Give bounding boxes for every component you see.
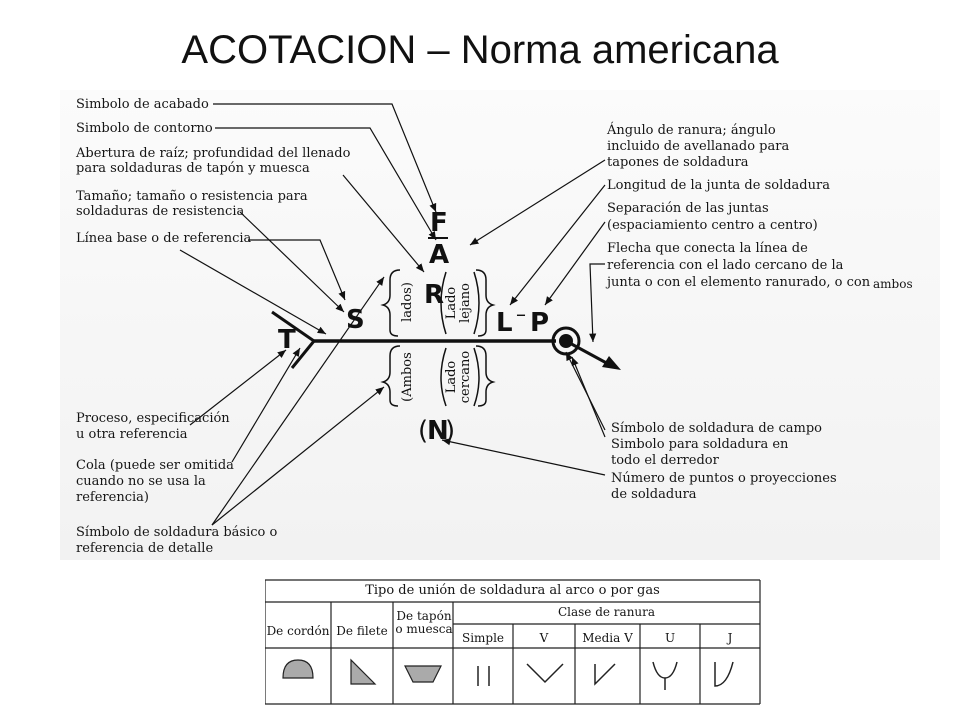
- symbol-l: L: [496, 308, 513, 338]
- label-flecha-ambos: ambos: [873, 277, 913, 291]
- all-around-circle: [551, 326, 581, 356]
- weld-arrow: [565, 339, 613, 368]
- label-simbolo-contorno: Simbolo de contorno: [76, 121, 213, 136]
- col-v: V: [539, 631, 549, 645]
- label-soldadura-derredor: Simbolo para soldadura en: [611, 437, 789, 452]
- leader-raiz: [342, 174, 425, 273]
- weld-type-table: [265, 579, 761, 705]
- v-groove-icon: [526, 663, 564, 684]
- label-tamano: Tamaño; tamaño o resistencia para: [76, 189, 308, 204]
- brace-upper-left: [380, 269, 401, 337]
- label-flecha: Flecha que conecta la línea de: [607, 241, 808, 256]
- label-cola-3: referencia): [76, 490, 149, 505]
- symbol-r: R: [424, 280, 445, 310]
- brace-lower-left: [380, 345, 401, 407]
- label-angulo-ranura-3: tapones de soldadura: [607, 155, 749, 170]
- leader-flecha: [589, 263, 605, 343]
- label-tamano-2: soldaduras de resistencia: [76, 204, 245, 219]
- label-simbolo-basico: Símbolo de soldadura básico o: [76, 525, 278, 540]
- symbol-f: F: [430, 208, 448, 238]
- leader-cola: [231, 347, 301, 463]
- label-separacion: Separación de las juntas: [607, 201, 769, 216]
- label-flecha-2: referencia con el lado cercano de la: [607, 258, 844, 273]
- label-numero-puntos-2: de soldadura: [611, 487, 697, 502]
- table-header: Tipo de unión de soldadura al arco o por…: [365, 583, 660, 598]
- bead-weld-icon: [282, 659, 314, 679]
- label-abertura-raiz-2: para soldaduras de tapón y muesca: [76, 161, 310, 176]
- symbol-a: A: [429, 240, 450, 270]
- scanned-figure-background: [60, 90, 940, 560]
- tail-lower: [290, 340, 316, 369]
- label-separacion-2: (espaciamiento centro a centro): [607, 218, 818, 233]
- label-longitud-junta: Longitud de la junta de soldadura: [607, 178, 830, 193]
- leader-derredor: [571, 356, 606, 438]
- col-de-cordon: De cordón: [266, 624, 330, 638]
- table-clase-ranura: Clase de ranura: [557, 605, 656, 619]
- text-lado-lejano: Lado lejano: [444, 283, 473, 323]
- label-simbolo-acabado: Simbolo de acabado: [76, 97, 209, 112]
- text-lados: lados): [400, 282, 415, 322]
- symbol-n-paren-right: ): [445, 416, 456, 446]
- fillet-weld-icon: [350, 658, 377, 685]
- label-abertura-raiz: Abertura de raíz; profundidad del llenad…: [76, 146, 351, 161]
- leader-base-2: [179, 249, 327, 335]
- text-lado-cercano: Lado cercano: [444, 350, 473, 404]
- label-cola: Cola (puede ser omitida: [76, 458, 234, 473]
- leader-separacion: [544, 221, 606, 306]
- symbol-t: T: [278, 325, 296, 355]
- brace-upper-right: [475, 269, 496, 337]
- symbol-s: S: [346, 305, 365, 335]
- text-ambos: (Ambos: [400, 352, 415, 402]
- symbol-p: P: [530, 308, 550, 338]
- symbol-dash: –: [516, 302, 526, 326]
- leader-longitud: [509, 184, 606, 306]
- label-numero-puntos: Número de puntos o proyecciones: [611, 471, 837, 486]
- label-simbolo-basico-2: referencia de detalle: [76, 541, 214, 556]
- bevel-groove-icon: [594, 663, 616, 686]
- paren-upper: [440, 271, 480, 335]
- label-proceso: Proceso, especificación: [76, 411, 230, 426]
- col-j: J: [727, 631, 733, 645]
- label-flecha-3: junta o con el elemento ranurado, o con: [607, 275, 871, 290]
- label-cola-2: cuando no se usa la: [76, 474, 206, 489]
- symbol-n-paren-left: (: [418, 416, 429, 446]
- col-u: U: [664, 631, 676, 645]
- plug-weld-icon: [404, 665, 442, 683]
- u-groove-icon: [652, 661, 678, 690]
- symbol-n: N: [427, 416, 449, 446]
- label-linea-base: Línea base o de referencia: [76, 231, 252, 246]
- leader-acabado: [213, 103, 437, 213]
- col-simple: Simple: [461, 631, 505, 645]
- brace-lower-right: [475, 345, 496, 407]
- j-groove-icon: [714, 661, 734, 687]
- leader-puntos: [441, 438, 606, 476]
- leader-tamano: [239, 211, 345, 313]
- leader-basico-2: [211, 386, 385, 526]
- col-de-tapon: De tapón o muesca: [395, 609, 453, 636]
- leader-base: [248, 239, 346, 301]
- col-de-filete: De filete: [336, 624, 388, 638]
- label-angulo-ranura: Ángulo de ranura; ángulo: [607, 123, 776, 138]
- tail-upper: [271, 310, 315, 343]
- leader-basico-1: [211, 276, 385, 526]
- label-angulo-ranura-2: incluido de avellanado para: [607, 139, 790, 154]
- page-title: ACOTACION – Norma americana: [181, 28, 779, 72]
- label-soldadura-derredor-2: todo el derredor: [611, 453, 719, 468]
- leader-angulo: [469, 159, 606, 246]
- col-media-v: Media V: [582, 631, 633, 645]
- label-proceso-2: u otra referencia: [76, 427, 188, 442]
- paren-lower: [440, 347, 480, 407]
- leader-proceso: [189, 349, 287, 426]
- label-soldadura-campo: Símbolo de soldadura de campo: [611, 421, 822, 436]
- leader-contorno: [215, 127, 437, 241]
